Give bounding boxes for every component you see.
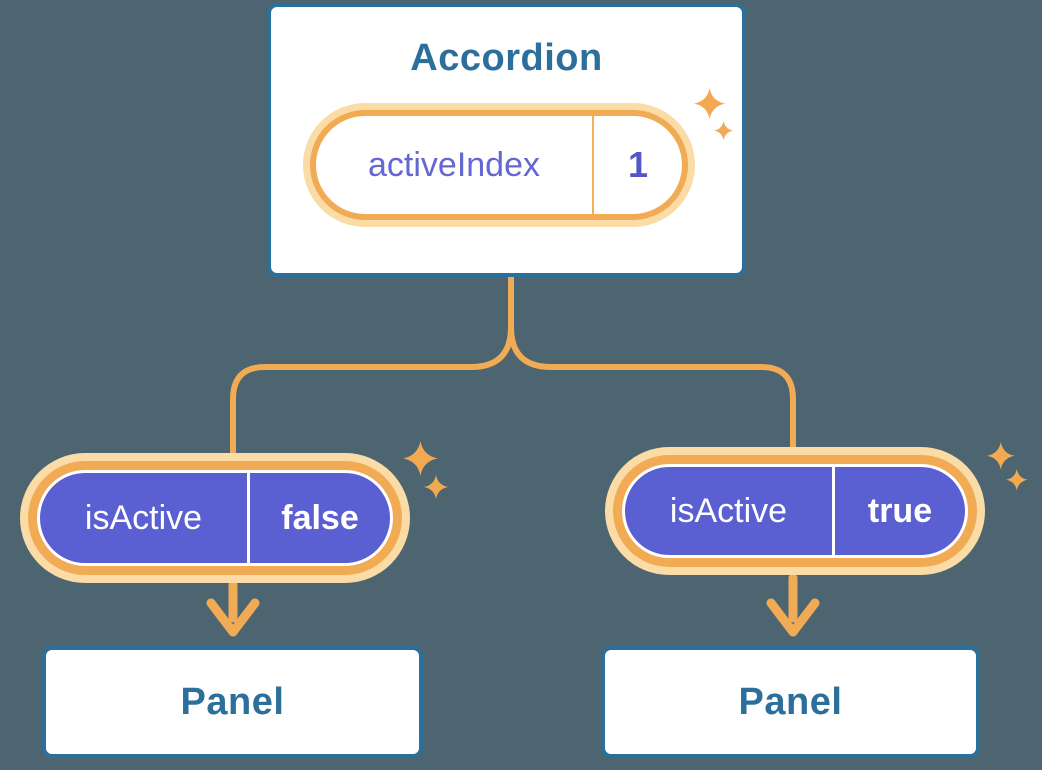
arrow-down-right-icon xyxy=(766,573,820,637)
connector-left-branch xyxy=(230,277,514,455)
panel-card-left: Panel xyxy=(42,646,423,758)
accordion-title: Accordion xyxy=(410,37,603,79)
panel-title: Panel xyxy=(180,680,285,723)
arrow-down-left-icon xyxy=(206,580,260,637)
connector-right-branch xyxy=(508,277,796,451)
state-pill-activeindex: activeIndex 1 xyxy=(310,110,688,220)
prop-value: true xyxy=(867,491,933,530)
prop-pill-isactive-false: isActive false xyxy=(37,470,393,566)
state-value: 1 xyxy=(627,144,649,185)
prop-name: isActive xyxy=(40,473,250,563)
prop-value: false xyxy=(281,498,359,537)
sparkle-icon xyxy=(987,442,1028,491)
prop-pill-isactive-true: isActive true xyxy=(622,464,968,558)
panel-title: Panel xyxy=(738,680,843,723)
prop-name: isActive xyxy=(625,467,835,555)
panel-card-right: Panel xyxy=(601,646,980,758)
state-name: activeIndex xyxy=(316,116,594,214)
sparkle-icon xyxy=(403,441,448,499)
